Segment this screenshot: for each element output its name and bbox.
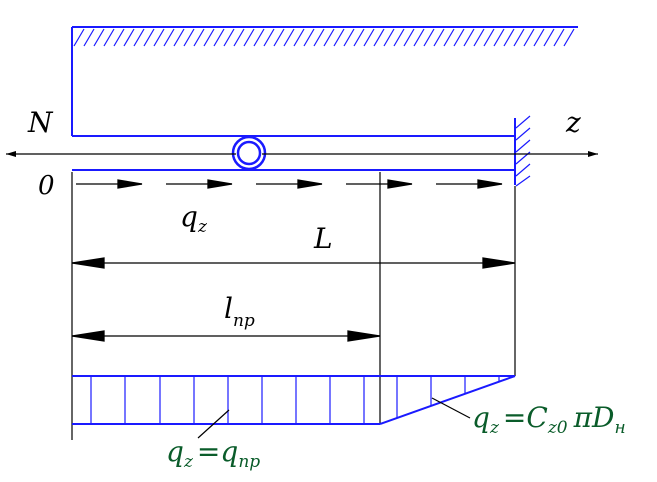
beam xyxy=(72,135,515,171)
formula-constant-load: qz=qnp xyxy=(166,435,260,472)
extension-lines xyxy=(71,172,516,440)
force-label: N xyxy=(27,106,54,139)
origin-label: 0 xyxy=(38,171,55,201)
load-diagram xyxy=(72,375,516,425)
length-label: L xyxy=(313,222,333,255)
load-label: qz xyxy=(180,200,208,237)
dimension-l-np xyxy=(71,330,381,342)
axis-label: z xyxy=(565,106,581,139)
fixed-support xyxy=(514,115,531,187)
pipe-section xyxy=(231,135,267,171)
length-np-label: lnp xyxy=(224,292,255,331)
top-support xyxy=(71,26,578,136)
distributed-load-arrows xyxy=(76,179,503,189)
dimension-L xyxy=(71,257,516,269)
leader-lines xyxy=(197,397,471,439)
